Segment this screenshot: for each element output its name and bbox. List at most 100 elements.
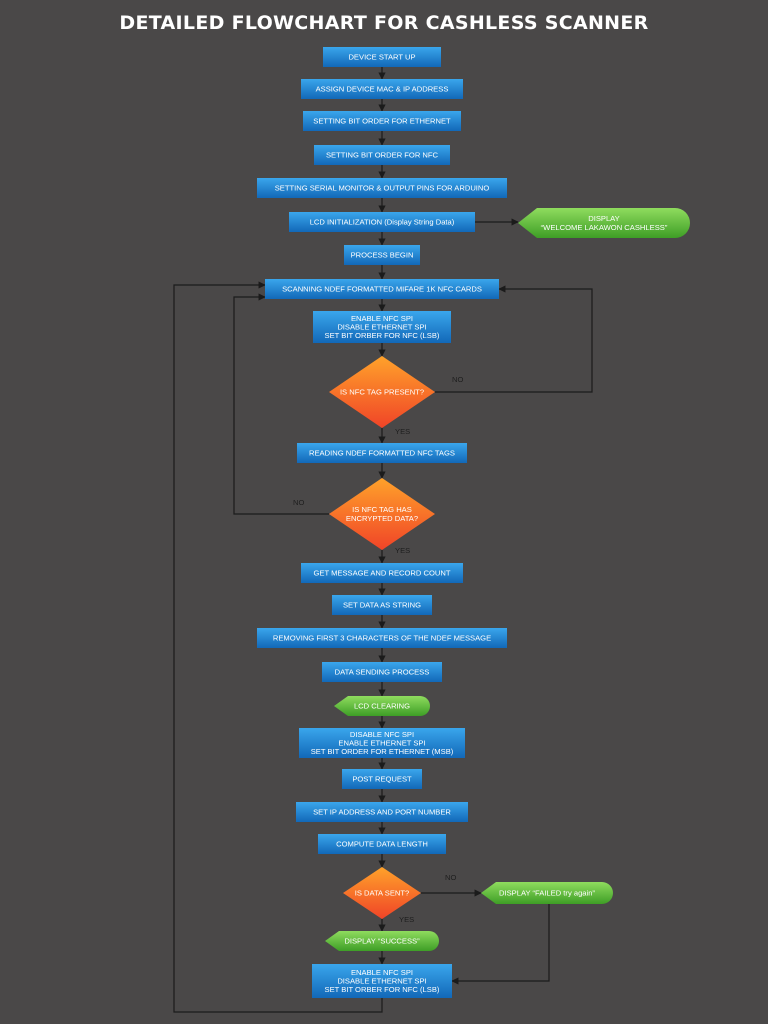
node-label: POST REQUEST [352,775,412,784]
connectors [173,67,593,1013]
node-label: ENABLE NFC SPI [351,314,413,323]
node-label: SET BIT ORDER FOR ETHERNET (MSB) [311,747,454,756]
node-label: ENABLE NFC SPI [351,968,413,977]
edge-label-encrypted-yes: YES [395,546,410,555]
connector-arrow [173,281,383,1013]
edge-label-data-sent-yes: YES [399,915,414,924]
node-label: SET BIT ORBER FOR NFC (LSB) [325,985,440,994]
node-label: DISABLE ETHERNET SPI [337,323,426,332]
node-label: DISPLAY “FAILED try again” [499,889,595,898]
node-reading: READING NDEF FORMATTED NFC TAGS [297,443,467,463]
node-label: SET IP ADDRESS AND PORT NUMBER [313,808,451,817]
connector-arrow [435,285,593,393]
process-shape [296,802,468,822]
edge-label-encrypted-no: NO [293,498,304,507]
process-shape [318,834,446,854]
edge-label-tag-present-no: NO [452,375,463,384]
decision-shape [329,478,435,550]
process-shape [297,443,467,463]
node-remove3: REMOVING FIRST 3 CHARACTERS OF THE NDEF … [257,628,507,648]
node-disp-failed: DISPLAY “FAILED try again” [481,882,613,904]
node-lcd-init: LCD INITIALIZATION (Display String Data) [289,212,475,232]
node-label: COMPUTE DATA LENGTH [336,840,428,849]
node-start: DEVICE START UP [323,47,441,67]
node-label: ENCRYPTED DATA? [346,514,418,523]
process-shape [344,245,420,265]
display-shape [325,931,439,951]
node-label: GET MESSAGE AND RECORD COUNT [314,569,451,578]
process-shape [332,595,432,615]
connector-arrow [233,293,329,515]
node-label: SETTING BIT ORDER FOR NFC [326,151,439,160]
process-shape [289,212,475,232]
node-label: DATA SENDING PROCESS [335,668,430,677]
page-title: DETAILED FLOWCHART FOR CASHLESS SCANNER [119,12,649,34]
node-mac: ASSIGN DEVICE MAC & IP ADDRESS [301,79,463,99]
display-shape [334,696,430,716]
edge-label-tag-present-yes: YES [395,427,410,436]
node-label: DISABLE ETHERNET SPI [337,977,426,986]
process-shape [257,628,507,648]
process-shape [303,111,461,131]
node-disp-success: DISPLAY “SUCCESS” [325,931,439,951]
display-shape [481,882,613,904]
node-label: LCD INITIALIZATION (Display String Data) [310,218,455,227]
process-shape [323,47,441,67]
nodes: DEVICE START UP ASSIGN DEVICE MAC & IP AD… [257,47,690,998]
node-set-string: SET DATA AS STRING [332,595,432,615]
edge-labels: NO YES NO YES NO YES [293,375,463,924]
node-tag-present: IS NFC TAG PRESENT? [329,356,435,428]
node-lcd-clear: LCD CLEARING [334,696,430,716]
node-label: IS DATA SENT? [355,889,410,898]
display-shape [518,208,690,238]
process-shape [257,178,507,198]
node-bit-eth: SETTING BIT ORDER FOR ETHERNET [303,111,461,131]
process-shape [265,279,499,299]
process-shape [322,662,442,682]
edge-label-data-sent-no: NO [445,873,456,882]
node-label: REMOVING FIRST 3 CHARACTERS OF THE NDEF … [273,634,491,643]
node-label: SETTING SERIAL MONITOR & OUTPUT PINS FOR… [275,184,490,193]
process-shape [301,79,463,99]
node-post: POST REQUEST [342,769,422,789]
node-data-sending: DATA SENDING PROCESS [322,662,442,682]
node-label: LCD CLEARING [354,702,410,711]
node-label: SCANNING NDEF FORMATTED MIFARE 1K NFC CA… [282,285,482,294]
node-msg-count: GET MESSAGE AND RECORD COUNT [301,563,463,583]
node-label: ASSIGN DEVICE MAC & IP ADDRESS [316,85,449,94]
decision-shape [343,867,421,919]
process-shape [314,145,450,165]
node-label: SET DATA AS STRING [343,601,421,610]
node-bit-nfc: SETTING BIT ORDER FOR NFC [314,145,450,165]
node-label: ENABLE ETHERNET SPI [338,739,425,748]
node-scan: SCANNING NDEF FORMATTED MIFARE 1K NFC CA… [265,279,499,299]
process-shape [301,563,463,583]
node-label: DISPLAY “SUCCESS” [344,937,420,946]
node-label: SET BIT ORBER FOR NFC (LSB) [325,331,440,340]
node-disp-welcome: DISPLAY“WELCOME LAKAWON CASHLESS” [518,208,690,238]
node-label: READING NDEF FORMATTED NFC TAGS [309,449,455,458]
process-shape [342,769,422,789]
process-shape [299,728,465,758]
node-label: IS NFC TAG HAS [352,505,412,514]
node-label: “WELCOME LAKAWON CASHLESS” [541,223,668,232]
node-label: DISPLAY [588,214,620,223]
process-shape [312,964,452,998]
decision-shape [329,356,435,428]
node-compute: COMPUTE DATA LENGTH [318,834,446,854]
process-shape [313,311,451,343]
node-label: SETTING BIT ORDER FOR ETHERNET [313,117,451,126]
node-label: DISABLE NFC SPI [350,730,414,739]
node-serial: SETTING SERIAL MONITOR & OUTPUT PINS FOR… [257,178,507,198]
node-label: PROCESS BEGIN [351,251,414,260]
node-label: DEVICE START UP [348,53,415,62]
node-process-begin: PROCESS BEGIN [344,245,420,265]
node-set-ip: SET IP ADDRESS AND PORT NUMBER [296,802,468,822]
node-label: IS NFC TAG PRESENT? [340,388,424,397]
connector-arrow [451,904,550,985]
